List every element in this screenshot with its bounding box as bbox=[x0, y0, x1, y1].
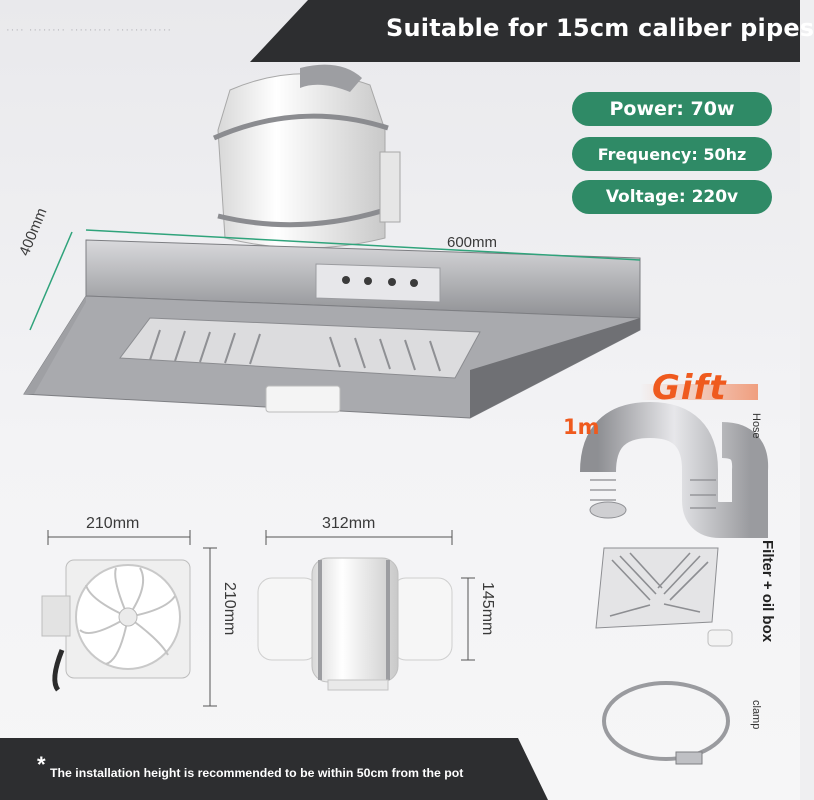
fan-front-height-label: 210mm bbox=[221, 582, 238, 636]
spec-frequency: Frequency: 50hz bbox=[572, 137, 772, 171]
spec-voltage: Voltage: 220v bbox=[572, 180, 772, 214]
gift-item-filter-label: Filter + oil box bbox=[759, 540, 776, 643]
hood-width-label: 600mm bbox=[447, 234, 498, 251]
hood-fan-motor bbox=[212, 64, 401, 249]
gift-tag: Gift bbox=[652, 368, 727, 408]
footer-note: The installation height is recommended t… bbox=[50, 766, 464, 780]
hose-length-label: 1m bbox=[563, 415, 600, 439]
clamp-illustration bbox=[602, 681, 730, 765]
fan-front-view bbox=[41, 530, 217, 707]
fan-side-length-label: 312mm bbox=[322, 515, 376, 532]
top-banner bbox=[250, 0, 800, 62]
footer-banner bbox=[0, 738, 548, 800]
faint-header-text: ···· ········ ········· ············ bbox=[6, 24, 173, 36]
filter-illustration bbox=[595, 547, 733, 647]
spec-power: Power: 70w bbox=[572, 92, 772, 126]
fan-front-width-label: 210mm bbox=[86, 515, 140, 532]
range-hood bbox=[23, 229, 641, 419]
footer-star: * bbox=[37, 752, 46, 777]
gift-accent-bar bbox=[640, 384, 758, 400]
gift-item-hose-label: Hose bbox=[750, 413, 762, 439]
fan-side-height-label: 145mm bbox=[479, 582, 496, 636]
banner-title: Suitable for 15cm caliber pipes bbox=[386, 14, 814, 42]
gift-item-clamp-label: clamp bbox=[750, 700, 762, 730]
fan-side-view bbox=[257, 530, 475, 691]
hose-illustration bbox=[580, 401, 769, 538]
